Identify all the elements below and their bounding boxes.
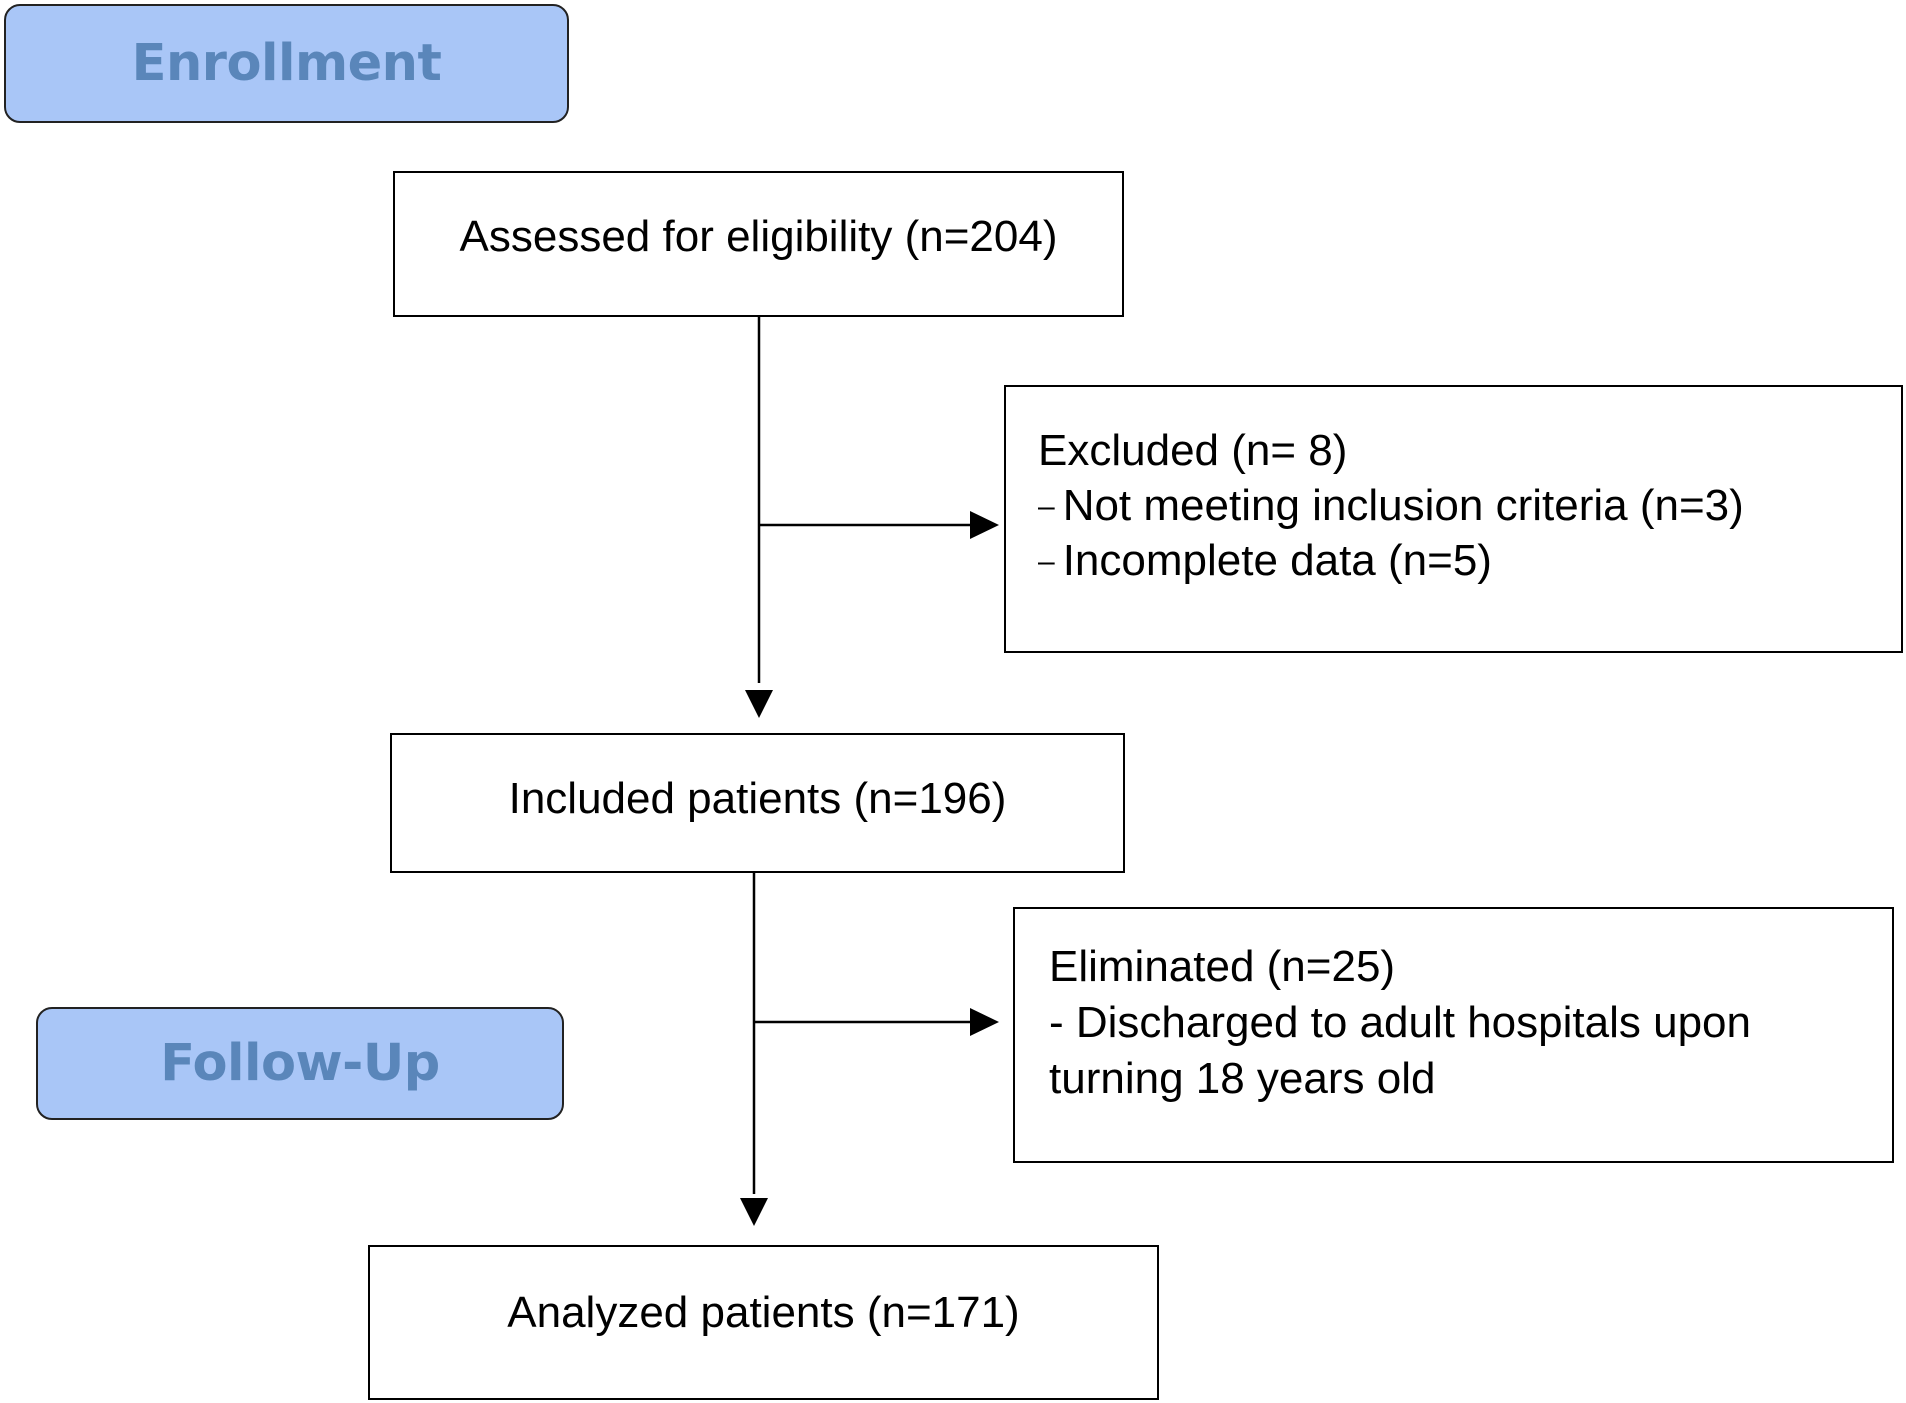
arrowhead-excluded (970, 511, 999, 539)
excluded-item: –Incomplete data (n=5) (1038, 533, 1901, 588)
included-text: Included patients (n=196) (508, 774, 1007, 823)
stage-label-follow-up: Follow-Up (36, 1007, 564, 1120)
arrowhead-eliminated (970, 1008, 999, 1036)
dash-marker: – (1038, 490, 1055, 523)
eliminated-line: turning 18 years old (1049, 1053, 1436, 1103)
excluded-item-text: Not meeting inclusion criteria (n=3) (1062, 481, 1744, 530)
analyzed-text: Analyzed patients (n=171) (507, 1288, 1020, 1337)
arrowhead-included (745, 690, 773, 718)
eliminated-title: Eliminated (n=25) (1049, 942, 1396, 991)
assessed-text: Assessed for eligibility (n=204) (459, 212, 1058, 261)
excluded-box: Excluded (n= 8) –Not meeting inclusion c… (1004, 385, 1903, 653)
excluded-title: Excluded (n= 8) (1038, 426, 1348, 475)
eliminated-box: Eliminated (n=25) - Discharged to adult … (1013, 907, 1894, 1163)
excluded-item: –Not meeting inclusion criteria (n=3) (1038, 478, 1901, 533)
eliminated-line: - Discharged to adult hospitals upon (1049, 997, 1751, 1047)
stage-label-enrollment: Enrollment (4, 4, 569, 123)
assessed-box: Assessed for eligibility (n=204) (393, 171, 1124, 317)
dash-marker: – (1038, 545, 1055, 578)
excluded-item-text: Incomplete data (n=5) (1062, 536, 1492, 585)
arrowhead-analyzed (740, 1198, 768, 1226)
included-box: Included patients (n=196) (390, 733, 1125, 873)
analyzed-box: Analyzed patients (n=171) (368, 1245, 1159, 1400)
